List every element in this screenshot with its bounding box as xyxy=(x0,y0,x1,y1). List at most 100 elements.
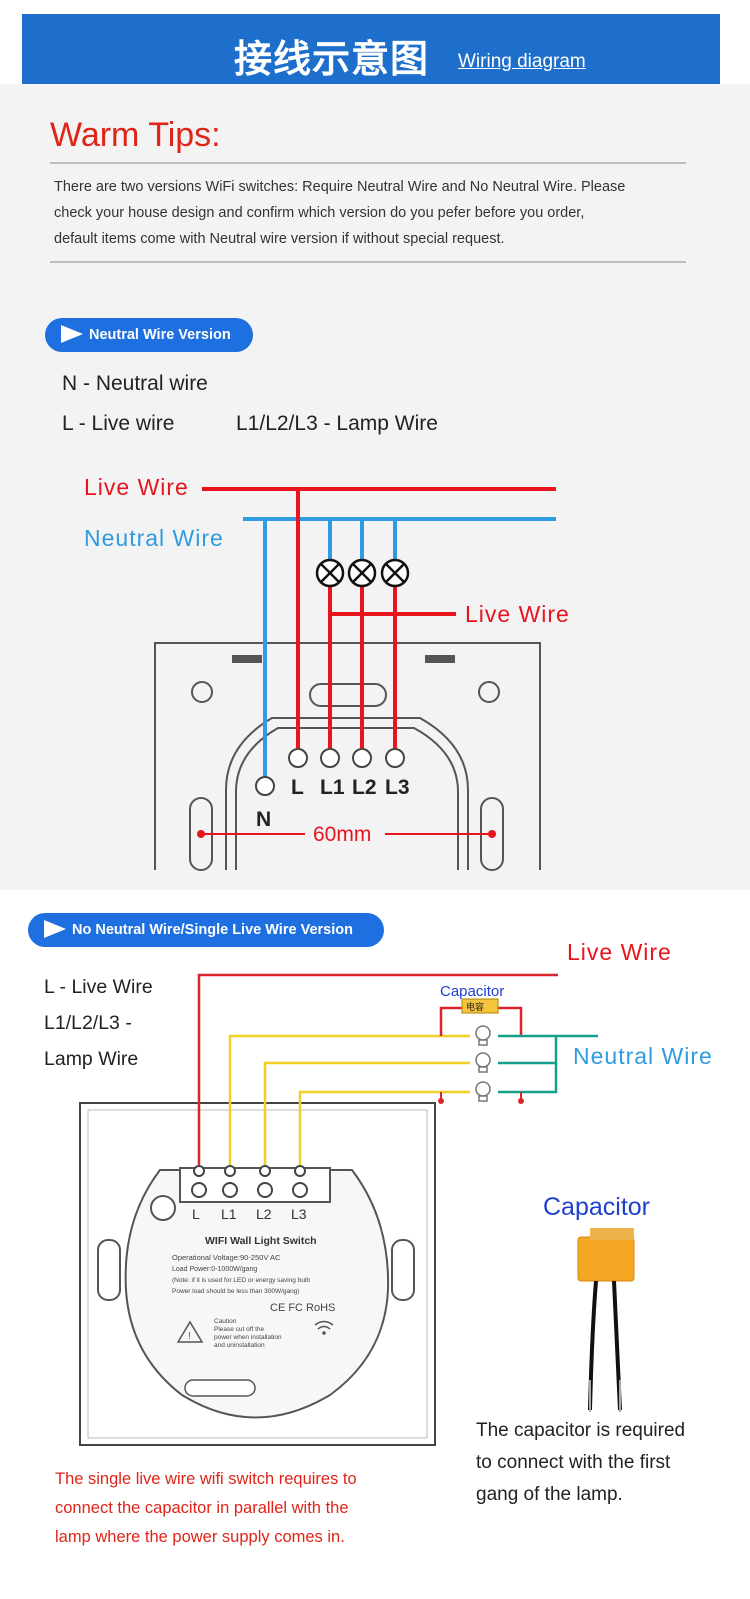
screw-hole xyxy=(191,681,213,703)
bulb-icon xyxy=(475,1052,491,1068)
caution-line: Please cut off the xyxy=(214,1326,264,1333)
tip-line: check your house design and confirm whic… xyxy=(54,205,585,221)
title-english: Wiring diagram xyxy=(458,51,586,72)
tip-line: There are two versions WiFi switches: Re… xyxy=(54,179,626,195)
switch-label-line: Power load should be less than 300W/gang… xyxy=(172,1288,300,1295)
badge-label: No Neutral Wire/Single Live Wire Version xyxy=(72,922,353,938)
legend-line: L1/L2/L3 - xyxy=(44,1012,132,1034)
switch-label-line: Load Power:0-1000W/gang xyxy=(172,1266,257,1273)
bulb-icon xyxy=(475,1025,491,1041)
terminal-label-l2: L2 xyxy=(352,776,377,799)
svg-text:!: ! xyxy=(188,1331,191,1342)
capacitor-wire xyxy=(498,1006,523,1036)
no-neutral-diagram: ! Live Wire Capacitor 电容 Neutral Wire L … xyxy=(79,939,713,1446)
legend-line: L - Live Wire xyxy=(44,976,153,998)
terminal-housing-inner xyxy=(235,727,459,870)
label-neutral-wire: Neutral Wire xyxy=(84,525,224,551)
note-line: gang of the lamp. xyxy=(476,1484,623,1505)
note-line: lamp where the power supply comes in. xyxy=(55,1528,345,1546)
terminal-label-l3: L3 xyxy=(385,776,410,799)
live-wire xyxy=(197,973,558,1165)
red-note: The single live wire wifi switch require… xyxy=(55,1465,357,1552)
switch-plate-inner xyxy=(87,1109,428,1439)
lamp-wire-l2 xyxy=(263,1061,470,1165)
terminal-label-l: L xyxy=(192,1206,200,1222)
terminal-housing xyxy=(225,717,469,870)
capacitor-tag xyxy=(461,998,499,1014)
capacitor-title: Capacitor xyxy=(543,1193,650,1221)
caution-line: power when installation xyxy=(214,1334,282,1341)
plate-slot xyxy=(425,655,455,663)
plate-slot-oval xyxy=(309,683,387,707)
legend-live: L - Live wire xyxy=(62,412,175,435)
cert-marks: CE FC RoHS xyxy=(270,1302,335,1314)
terminal-label-l2: L2 xyxy=(256,1206,272,1222)
terminal-label-l: L xyxy=(291,776,304,799)
capacitor-body xyxy=(577,1236,635,1282)
dimension-dot xyxy=(488,830,496,838)
note-line: to connect with the first xyxy=(476,1452,671,1473)
terminal-label-l1: L1 xyxy=(221,1206,237,1222)
tip-line: default items come with Neutral wire ver… xyxy=(54,231,505,247)
switch-plate xyxy=(79,1102,436,1446)
housing-hole xyxy=(150,1195,176,1221)
note-line: connect the capacitor in parallel with t… xyxy=(55,1499,349,1517)
title-chinese: 接线示意图 xyxy=(234,37,430,81)
mount-slot xyxy=(391,1239,415,1301)
legend-neutral: N - Neutral wire xyxy=(62,372,208,395)
neutral-diagram: Live Wire Neutral Wire Live Wire N L L1 … xyxy=(84,474,570,871)
caution-line: and uninstallation xyxy=(214,1342,265,1349)
legend-lamp: L1/L2/L3 - Lamp Wire xyxy=(236,412,438,435)
warm-tips-title: Warm Tips: xyxy=(50,116,221,154)
dimension-label: 60mm xyxy=(313,823,371,846)
label-live-wire: Live Wire xyxy=(84,474,189,500)
capacitor-note: The capacitor is required to connect wit… xyxy=(476,1415,685,1511)
label-neutral-wire: Neutral Wire xyxy=(573,1043,713,1069)
label-live-wire-lamp: Live Wire xyxy=(465,601,570,627)
legend-no-neutral: L - Live Wire L1/L2/L3 - Lamp Wire xyxy=(44,969,153,1077)
switch-label-title: WIFI Wall Light Switch xyxy=(205,1235,317,1247)
wifi-icon xyxy=(314,1320,334,1330)
bulb-icon xyxy=(475,1081,491,1097)
label-capacitor-small: Capacitor xyxy=(440,983,504,1000)
arrow-icon xyxy=(61,324,83,343)
housing-slot xyxy=(184,1379,256,1397)
capacitor-top xyxy=(590,1228,634,1240)
switch-label-line: Operational Voltage:90-250V AC xyxy=(172,1253,281,1262)
neutral-version-badge: Neutral Wire Version xyxy=(45,318,253,352)
neutral-wire xyxy=(498,1063,558,1094)
label-live-wire: Live Wire xyxy=(567,939,672,965)
capacitor-wire xyxy=(439,1006,462,1036)
divider xyxy=(50,162,686,164)
screw-hole xyxy=(478,681,500,703)
terminal-label-l3: L3 xyxy=(291,1206,307,1222)
switch-housing xyxy=(124,1169,390,1419)
switch-label-line: (Note: if it is used for LED or energy s… xyxy=(172,1277,310,1284)
lamp-icons xyxy=(315,558,410,588)
badge-label: Neutral Wire Version xyxy=(89,327,231,343)
no-neutral-version-badge: No Neutral Wire/Single Live Wire Version xyxy=(28,913,384,947)
warm-tips-text: There are two versions WiFi switches: Re… xyxy=(54,174,694,252)
legend-line: Lamp Wire xyxy=(44,1048,139,1070)
header-banner: 接线示意图 Wiring diagram xyxy=(22,14,720,84)
neutral-wire xyxy=(498,1036,558,1065)
warning-icon xyxy=(176,1320,204,1343)
terminal-label-l1: L1 xyxy=(320,776,345,799)
caution-title: Caution xyxy=(214,1318,237,1325)
divider xyxy=(50,261,686,263)
terminal-screws xyxy=(191,1165,308,1198)
arrow-icon xyxy=(44,919,66,938)
note-line: The capacitor is required xyxy=(476,1420,686,1441)
lamp-wire-l3 xyxy=(298,1090,470,1165)
capacitor-tag-text: 电容 xyxy=(466,1001,484,1013)
dimension-dot xyxy=(197,830,205,838)
switch-plate xyxy=(154,642,541,870)
terminal-screws xyxy=(255,748,405,796)
lamp-bulbs xyxy=(475,1025,491,1102)
lamp-wire-l1 xyxy=(228,1034,470,1165)
mount-slot xyxy=(97,1239,121,1301)
note-line: The single live wire wifi switch require… xyxy=(55,1470,357,1488)
terminal-label-n: N xyxy=(256,808,271,831)
plate-slot xyxy=(232,655,262,663)
